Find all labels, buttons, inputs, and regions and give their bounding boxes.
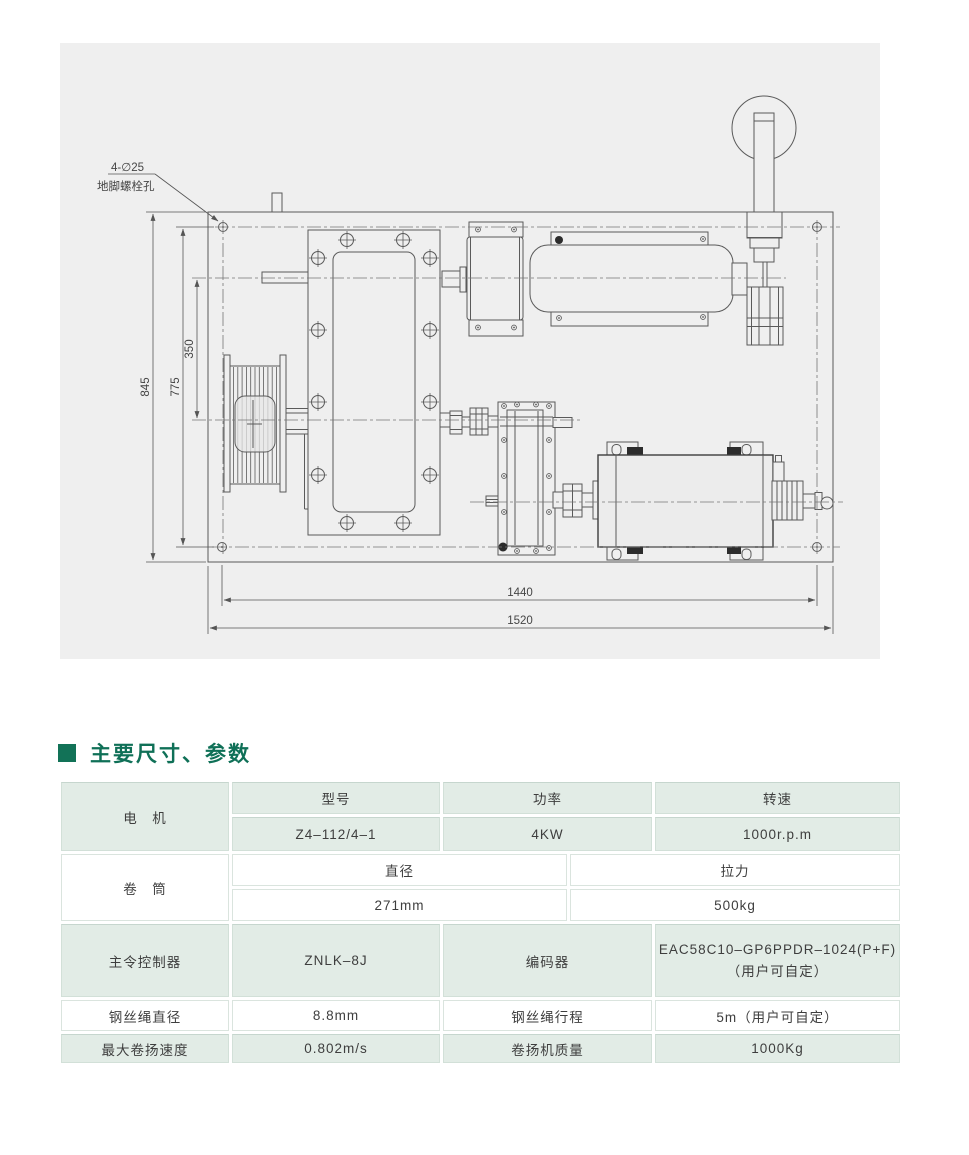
- header-pull: 拉力: [570, 854, 900, 886]
- value-max-speed: 0.802m/s: [232, 1034, 440, 1063]
- base-plate: [207, 192, 834, 563]
- dim-775: 775: [170, 377, 182, 396]
- value-diameter: 271mm: [232, 889, 567, 921]
- cable-drum: [223, 354, 310, 510]
- value-power: 4KW: [443, 817, 652, 851]
- dim-350: 350: [184, 339, 196, 358]
- small-gearbox: [485, 401, 573, 556]
- label-motor: 电 机: [61, 782, 229, 851]
- bolt-note: 4-∅25 地脚螺栓孔: [97, 162, 219, 222]
- bolt-note-text-1: 4-∅25: [111, 162, 144, 174]
- output-coupling: [776, 480, 804, 521]
- bolt-note-text-2: 地脚螺栓孔: [97, 179, 155, 193]
- input-shaft: [261, 271, 309, 284]
- centerlines: [192, 220, 843, 554]
- value-speed: 1000r.p.m: [655, 817, 900, 851]
- value-encoder: EAC58C10–GP6PPDR–1024(P+F) （用户可自定）: [655, 924, 900, 997]
- brake-unit: [441, 221, 524, 337]
- header-power: 功率: [443, 782, 652, 814]
- section-title: 主要尺寸、参数: [58, 738, 251, 768]
- header-speed: 转速: [655, 782, 900, 814]
- value-hoist-mass: 1000Kg: [655, 1034, 900, 1063]
- dim-1520: 1520: [507, 615, 533, 627]
- label-rope-diameter: 钢丝绳直径: [61, 1000, 229, 1031]
- value-rope-travel: 5m（用户可自定）: [655, 1000, 900, 1031]
- dim-845: 845: [140, 377, 152, 396]
- pulley-arm: [731, 95, 797, 346]
- motor-bolt-filled: [555, 236, 563, 244]
- spline-pin: [485, 495, 499, 507]
- hoist-motor-block: [597, 441, 834, 561]
- label-encoder: 编码器: [443, 924, 652, 997]
- main-gearbox: [261, 229, 441, 536]
- value-model: Z4–112/4–1: [232, 817, 440, 851]
- label-max-speed: 最大卷扬速度: [61, 1034, 229, 1063]
- label-drum: 卷 筒: [61, 854, 229, 921]
- header-diameter: 直径: [232, 854, 567, 886]
- value-controller: ZNLK–8J: [232, 924, 440, 997]
- label-controller: 主令控制器: [61, 924, 229, 997]
- technical-drawing: 845 775 350 1440 1520 4-∅25 地脚螺栓孔: [60, 43, 880, 659]
- label-rope-travel: 钢丝绳行程: [443, 1000, 652, 1031]
- section-title-text: 主要尺寸、参数: [90, 743, 251, 766]
- label-hoist-mass: 卷扬机质量: [443, 1034, 652, 1063]
- encoder-note: （用户可自定）: [726, 963, 829, 979]
- dimensions: 845 775 350 1440 1520: [140, 211, 834, 634]
- value-rope-diameter: 8.8mm: [232, 1000, 440, 1031]
- encoder-model: EAC58C10–GP6PPDR–1024(P+F): [658, 941, 897, 957]
- motor: [529, 231, 748, 327]
- gearbox-bolt-filled: [498, 542, 508, 552]
- lower-shaft-coupling: [552, 480, 599, 520]
- dim-1440: 1440: [507, 587, 533, 599]
- top-tab: [271, 192, 283, 213]
- green-square-bullet-icon: [58, 744, 76, 762]
- value-pull: 500kg: [570, 889, 900, 921]
- header-model: 型号: [232, 782, 440, 814]
